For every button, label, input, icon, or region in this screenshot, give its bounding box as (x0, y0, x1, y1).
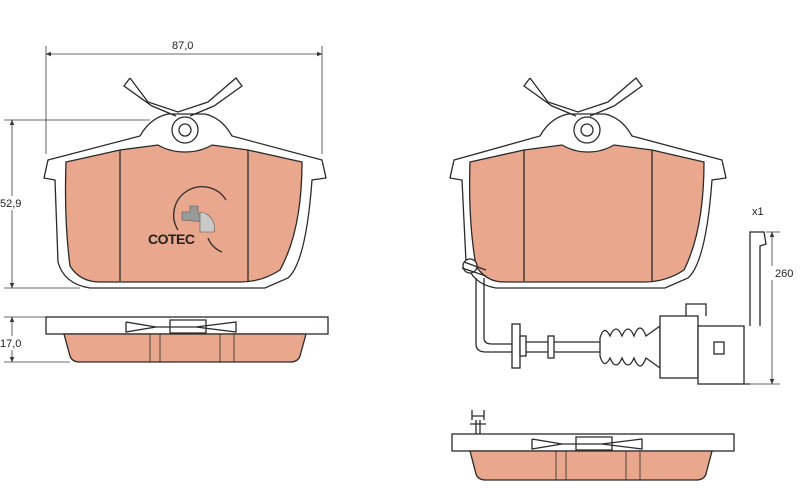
width-dimension-label: 87,0 (172, 40, 193, 52)
sensor-length-dimension: 260 x1 (744, 206, 796, 385)
right-center-pin (573, 116, 601, 144)
sensor-length-label: 260 (775, 268, 793, 280)
height-dimension-label: 52,9 (0, 198, 21, 210)
left-pad-front-view: COTEC (43, 77, 327, 289)
left-side-spring-clip (125, 319, 237, 334)
thickness-dimension: 17,0 (0, 316, 70, 363)
cotec-logo: COTEC (148, 186, 227, 253)
width-dimension: 87,0 (45, 40, 323, 154)
right-pad-side-view (451, 410, 735, 481)
thickness-dimension-label: 17,0 (0, 338, 21, 350)
sensor-rubber-boot (599, 324, 661, 370)
right-side-spring-clip (531, 436, 643, 451)
right-side-sensor-pin (470, 410, 486, 434)
right-pad-front-view (449, 77, 727, 289)
height-dimension: 52,9 (0, 119, 150, 289)
right-side-friction-layer (469, 450, 713, 481)
left-pad-side-view (45, 316, 329, 363)
right-friction-pad (468, 144, 705, 283)
sensor-connector (659, 315, 699, 379)
sensor-quantity-label: x1 (752, 206, 764, 218)
left-spring-clip (123, 77, 243, 117)
left-center-pin (171, 116, 199, 144)
wear-sensor (461, 231, 767, 385)
logo-text: COTEC (148, 231, 195, 247)
right-spring-clip (523, 77, 643, 117)
left-side-friction-layer (63, 333, 307, 363)
